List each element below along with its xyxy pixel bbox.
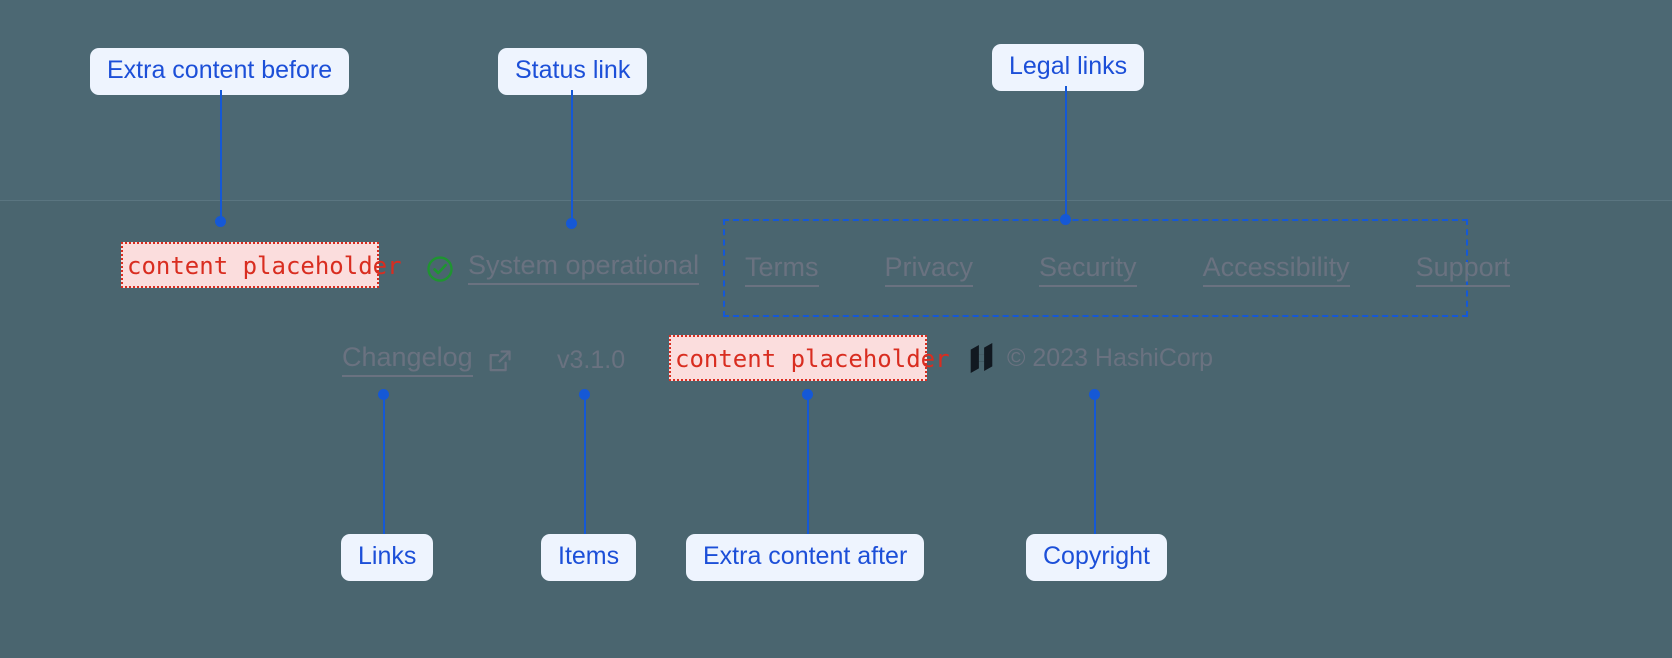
leader-dot-items	[579, 389, 590, 400]
legal-link-accessibility[interactable]: Accessibility	[1202, 253, 1350, 287]
version-label: v3.1.0	[557, 346, 626, 374]
legal-link-terms[interactable]: Terms	[745, 253, 819, 287]
annotation-legal-links: Legal links	[992, 44, 1145, 91]
copyright: © 2023 HashiCorp	[968, 343, 1213, 373]
footer: content placeholder System operational T…	[0, 201, 1672, 451]
changelog-link-label: Changelog	[342, 344, 473, 377]
legal-links-region: Terms Privacy Security Accessibility Sup…	[723, 219, 1511, 319]
leader-line-links	[383, 396, 385, 534]
legal-link-support[interactable]: Support	[1415, 253, 1511, 287]
leader-dot-legal-links	[1060, 214, 1071, 225]
external-link-icon	[489, 349, 511, 371]
leader-line-copyright	[1094, 396, 1096, 534]
background-top-band	[0, 0, 1672, 200]
check-circle-icon	[427, 255, 453, 282]
legal-link-privacy[interactable]: Privacy	[884, 253, 974, 287]
changelog-link[interactable]: Changelog	[342, 344, 513, 377]
status-link[interactable]: System operational	[425, 252, 700, 285]
annotation-links: Links	[341, 534, 434, 581]
leader-line-legal-links	[1065, 86, 1067, 218]
copyright-text: © 2023 HashiCorp	[1007, 343, 1214, 372]
annotation-copyright: Copyright	[1026, 534, 1167, 581]
annotation-status-link: Status link	[498, 48, 648, 95]
leader-line-items	[584, 396, 586, 534]
annotation-extra-content-before: Extra content before	[90, 48, 350, 95]
leader-dot-extra-content-after	[802, 389, 813, 400]
leader-line-status-link	[571, 90, 573, 220]
legal-links-list: Terms Privacy Security Accessibility Sup…	[725, 221, 1511, 319]
content-placeholder-after: content placeholder	[669, 335, 950, 381]
legal-link-security[interactable]: Security	[1039, 253, 1137, 287]
leader-line-extra-content-before	[220, 90, 222, 220]
hashicorp-logo	[970, 343, 993, 373]
content-placeholder-before: content placeholder	[121, 242, 402, 288]
leader-dot-links	[378, 389, 389, 400]
annotation-items: Items	[541, 534, 637, 581]
leader-dot-extra-content-before	[215, 216, 226, 227]
annotation-extra-content-after: Extra content after	[686, 534, 925, 581]
background-divider	[0, 200, 1672, 201]
status-link-label: System operational	[468, 252, 700, 285]
leader-dot-copyright	[1089, 389, 1100, 400]
leader-line-extra-content-after	[807, 396, 809, 534]
leader-dot-status-link	[566, 218, 577, 229]
